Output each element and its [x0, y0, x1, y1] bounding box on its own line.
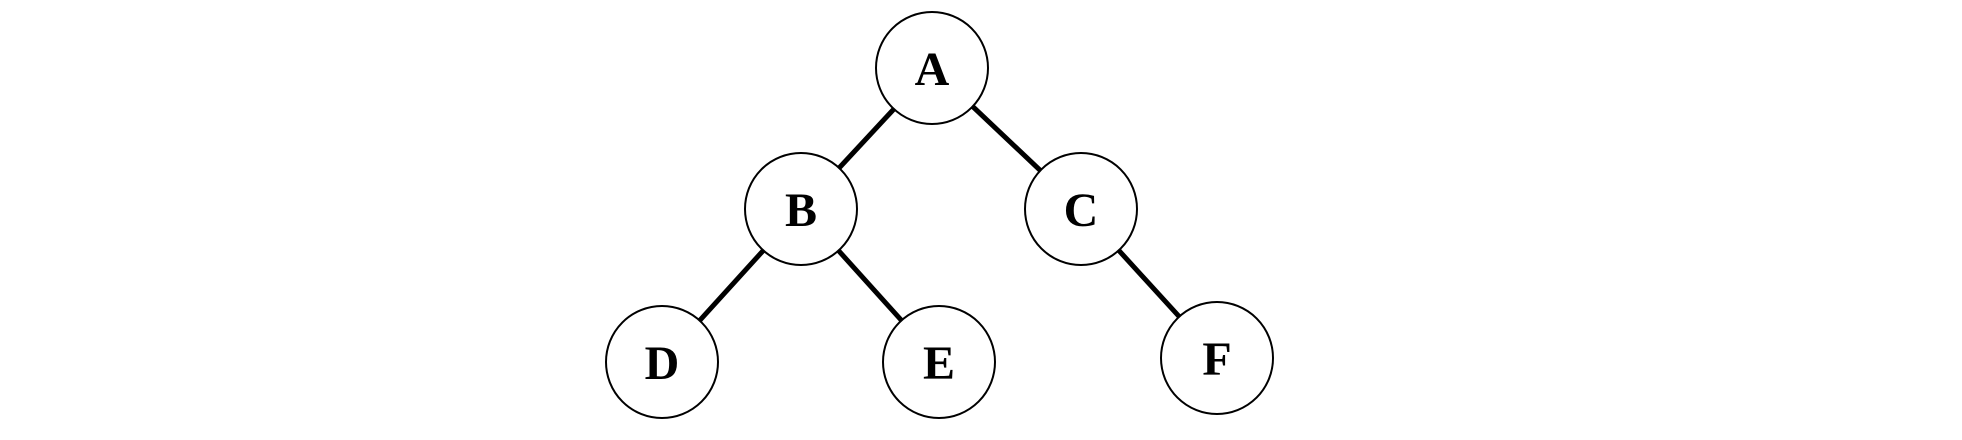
tree-node-C: C [1024, 152, 1138, 266]
tree-node-circle-B [744, 152, 858, 266]
tree-node-F: F [1160, 301, 1274, 415]
tree-node-label-D: D [645, 337, 680, 390]
tree-node-label-C: C [1064, 184, 1099, 237]
tree-node-circle-F [1160, 301, 1274, 415]
tree-node-label-A: A [915, 43, 950, 96]
tree-node-circle-C [1024, 152, 1138, 266]
tree-node-circle-D [605, 305, 719, 419]
tree-node-label-F: F [1202, 333, 1231, 386]
tree-node-A: A [875, 11, 989, 125]
tree-node-label-B: B [785, 184, 817, 237]
tree-node-D: D [605, 305, 719, 419]
tree-node-label-E: E [923, 337, 955, 390]
tree-node-circle-E [882, 305, 996, 419]
tree-node-circle-A [875, 11, 989, 125]
tree-node-B: B [744, 152, 858, 266]
tree-node-E: E [882, 305, 996, 419]
